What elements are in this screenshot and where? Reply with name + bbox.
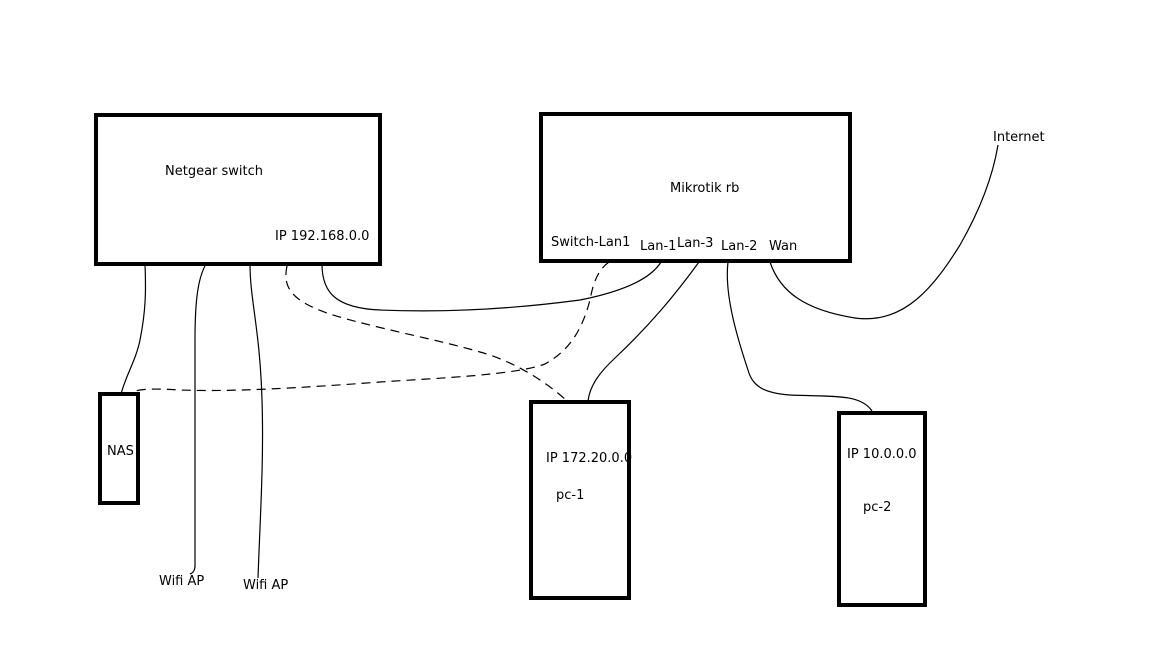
wire-switch-wifi-ap-1: [189, 263, 207, 575]
connections: [120, 144, 999, 579]
wire-lan2-pc2: [726, 261, 873, 412]
nas-label: NAS: [107, 444, 134, 459]
dashed-link-switch-pc1: [285, 265, 569, 403]
port-wan-label: Wan: [769, 239, 797, 254]
pc2-ip: IP 10.0.0.0: [847, 447, 917, 462]
wifi-ap-1-label: Wifi AP: [159, 574, 204, 589]
internet-label: Internet: [993, 130, 1045, 145]
wire-switch-wifi-ap-2: [249, 263, 264, 579]
mikrotik-router-title: Mikrotik rb: [670, 181, 739, 196]
wire-switch-nas: [120, 263, 147, 395]
netgear-switch-title: Netgear switch: [165, 164, 263, 179]
nas-box: [98, 392, 140, 505]
pc1-box: [529, 400, 631, 600]
netgear-switch-box: [94, 113, 382, 266]
mikrotik-router-box: [539, 112, 852, 263]
port-switch-lan1-label: Switch-Lan1: [551, 235, 630, 250]
dashed-connections: [129, 261, 610, 403]
pc2-box: [837, 411, 927, 607]
wire-wan-internet: [769, 144, 999, 320]
port-lan2-label: Lan-2: [721, 239, 757, 254]
pc1-name: pc-1: [556, 488, 584, 503]
wifi-ap-2-label: Wifi AP: [243, 578, 288, 593]
port-lan1-label: Lan-1: [640, 239, 676, 254]
pc2-name: pc-2: [863, 500, 891, 515]
dashed-link-switch-lan1-nas: [129, 261, 610, 396]
netgear-switch-ip: IP 192.168.0.0: [275, 229, 369, 244]
wire-switch-lan1: [321, 261, 662, 312]
port-lan3-label: Lan-3: [677, 236, 713, 251]
wire-lan3-pc1: [587, 261, 700, 402]
pc1-ip: IP 172.20.0.0: [546, 451, 632, 466]
